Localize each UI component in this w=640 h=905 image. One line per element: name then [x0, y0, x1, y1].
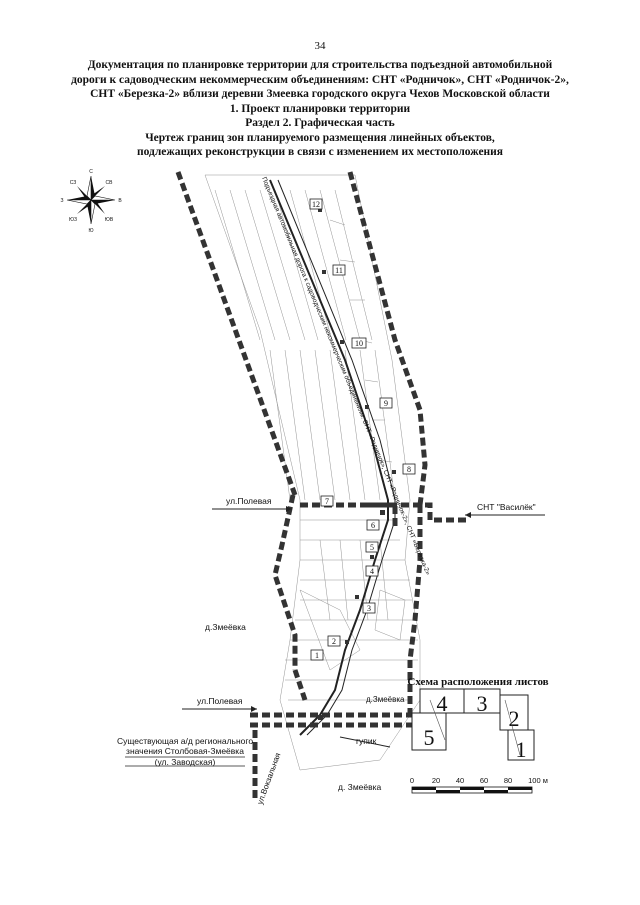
- sheet-marker-6: 6: [366, 519, 380, 531]
- svg-text:СВ: СВ: [106, 180, 114, 186]
- svg-text:ЮВ: ЮВ: [105, 217, 114, 223]
- sheet-marker-7: 7: [320, 495, 334, 507]
- page-number: 34: [314, 40, 326, 52]
- svg-text:4: 4: [370, 567, 374, 576]
- title-line-6: Чертеж границ зон планируемого размещени…: [145, 131, 495, 144]
- sheet-scheme: Схема расположения листов 4 3 2 5 1: [407, 676, 548, 762]
- title-line-5: Раздел 2. Графическая часть: [245, 117, 395, 129]
- svg-text:12: 12: [312, 200, 320, 209]
- scheme-sheet-1: 1: [507, 729, 535, 762]
- scheme-sheet-3: 3: [463, 688, 501, 716]
- planning-boundary: [175, 171, 470, 800]
- svg-text:6: 6: [371, 521, 375, 530]
- svg-text:5: 5: [424, 725, 435, 750]
- svg-text:1: 1: [516, 737, 527, 762]
- svg-text:3: 3: [367, 604, 371, 613]
- label-existing-road: Существующая а/д регионального значения …: [117, 736, 253, 767]
- title-line-7: подлежащих реконструкции в связи с измен…: [136, 146, 504, 158]
- sheet-marker-11: 11: [332, 264, 346, 276]
- svg-text:0: 0: [410, 776, 414, 785]
- feature-markers: [318, 208, 396, 720]
- scheme-sheet-5: 5: [411, 712, 447, 751]
- svg-text:(ул. Заводская): (ул. Заводская): [155, 757, 216, 767]
- map-drawing: 12 11 10 9 8 7 6 5 4 3 2 1 Подъездная ав…: [60, 169, 548, 806]
- svg-text:СНТ "Василёк": СНТ "Василёк": [477, 502, 536, 512]
- sheet-scheme-title: Схема расположения листов: [407, 676, 548, 688]
- compass-rose-icon: С СВ В ЮВ Ю ЮЗ З СЗ: [60, 169, 122, 234]
- parcel-hatching: [204, 174, 421, 771]
- sheet-marker-4: 4: [365, 565, 379, 577]
- svg-text:4: 4: [437, 691, 448, 716]
- svg-text:9: 9: [384, 399, 388, 408]
- svg-text:80: 80: [504, 776, 512, 785]
- scheme-sheet-4: 4: [419, 688, 465, 716]
- title-line-3: СНТ «Березка-2» вблизи деревни Змеевка г…: [90, 88, 550, 100]
- svg-text:З: З: [60, 198, 63, 204]
- label-d-zmeevka-3: д. Змеёвка: [338, 782, 382, 792]
- svg-text:значения Столбовая-Змеёвка: значения Столбовая-Змеёвка: [126, 746, 244, 756]
- label-ul-vokzalnaya: ул.Вокзальная: [255, 752, 282, 806]
- svg-text:100 м: 100 м: [528, 776, 548, 785]
- svg-text:ул.Полевая: ул.Полевая: [197, 696, 243, 706]
- svg-text:10: 10: [355, 339, 363, 348]
- svg-text:20: 20: [432, 776, 440, 785]
- svg-text:8: 8: [407, 465, 411, 474]
- svg-text:40: 40: [456, 776, 464, 785]
- document-title: Документация по планировке территории дл…: [20, 58, 620, 160]
- svg-text:тупик: тупик: [355, 736, 377, 746]
- label-ul-polevaya-1: ул.Полевая: [212, 496, 292, 512]
- sheet-marker-2: 2: [327, 635, 341, 647]
- svg-text:ул.Полевая: ул.Полевая: [226, 496, 272, 506]
- label-snt-vasilek: СНТ "Василёк": [465, 502, 545, 518]
- sheet-marker-8: 8: [402, 463, 416, 475]
- svg-text:3: 3: [477, 691, 488, 716]
- svg-text:В: В: [118, 198, 122, 204]
- sheet-marker-3: 3: [362, 602, 376, 614]
- svg-text:2: 2: [332, 637, 336, 646]
- svg-text:Ю: Ю: [88, 228, 93, 234]
- label-d-zmeevka-2: д.Змеёвка: [366, 695, 405, 704]
- svg-text:11: 11: [335, 266, 343, 275]
- sheet-marker-5: 5: [365, 541, 379, 553]
- sheet-marker-12: 12: [309, 198, 323, 210]
- scheme-sheet-2: 2: [499, 694, 529, 731]
- label-d-zmeevka-1: д.Змеёвка: [205, 622, 246, 632]
- svg-text:Существующая а/д регионального: Существующая а/д регионального: [117, 736, 253, 746]
- svg-text:7: 7: [325, 497, 329, 506]
- svg-text:2: 2: [509, 706, 520, 731]
- svg-text:1: 1: [315, 651, 319, 660]
- svg-text:60: 60: [480, 776, 488, 785]
- title-line-4: 1. Проект планировки территории: [229, 102, 411, 115]
- svg-text:СЗ: СЗ: [70, 180, 77, 186]
- svg-text:С: С: [89, 169, 93, 175]
- label-ul-polevaya-2: ул.Полевая: [182, 696, 257, 712]
- svg-text:5: 5: [370, 543, 374, 552]
- road-alignment: [269, 179, 396, 736]
- title-line-2: дороги к садоводческим некоммерческим об…: [71, 73, 569, 86]
- sheet-marker-1: 1: [310, 649, 324, 661]
- svg-text:ЮЗ: ЮЗ: [69, 217, 77, 223]
- sheet-marker-10: 10: [351, 337, 367, 349]
- title-line-1: Документация по планировке территории дл…: [87, 59, 553, 71]
- sheet-marker-9: 9: [379, 397, 393, 409]
- scale-bar: 0 20 40 60 80 100 м: [410, 776, 548, 794]
- label-tupik: тупик: [339, 736, 391, 748]
